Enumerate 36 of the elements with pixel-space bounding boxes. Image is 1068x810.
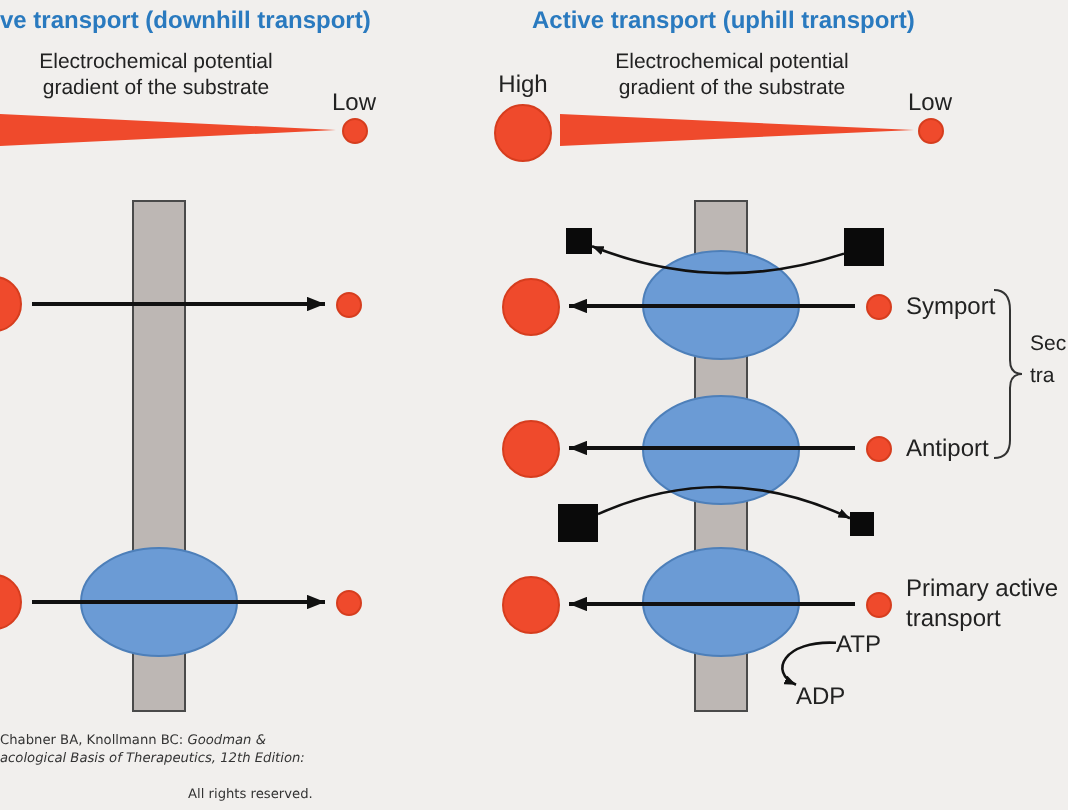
transport-type-label: Primary active transport [906,574,1061,634]
curved-arrow [591,245,845,275]
substrate-circle [501,419,559,477]
substrate-circle [865,435,891,461]
solute-square [566,228,592,254]
substrate-circle [865,591,891,617]
transport-type-label: Antiport [906,434,989,462]
potential-label: High [498,70,548,98]
potential-label: Low [908,88,952,116]
transport-arrow [32,296,325,312]
curved-arrow [781,641,836,686]
substrate-circle [494,103,552,161]
panel-title: Active transport (uphill transport) [532,6,915,34]
curved-arrow [597,485,851,520]
substrate-circle [501,277,559,335]
molecule-label: ATP [836,630,881,658]
transport-arrow [569,298,855,314]
panel-title: ve transport (downhill transport) [0,6,371,34]
potential-label: Low [332,88,376,116]
bracket-label: Sec tra [1030,330,1068,392]
solute-square [850,512,874,536]
transport-arrow [32,594,325,610]
substrate-circle [335,291,361,317]
solute-square [558,504,598,542]
transport-type-label: Symport [906,292,996,320]
transport-arrow [569,596,855,612]
substrate-circle [341,117,367,143]
gradient-caption: Electrochemical potential gradient of the substrate [37,50,275,102]
substrate-circle [865,293,891,319]
transport-arrow [569,440,855,456]
substrate-circle [917,117,943,143]
gradient-caption: Electrochemical potential gradient of the substrate [613,50,851,102]
molecule-label: ADP [796,682,846,710]
solute-square [844,228,884,266]
substrate-circle [501,575,559,633]
substrate-circle [335,589,361,615]
